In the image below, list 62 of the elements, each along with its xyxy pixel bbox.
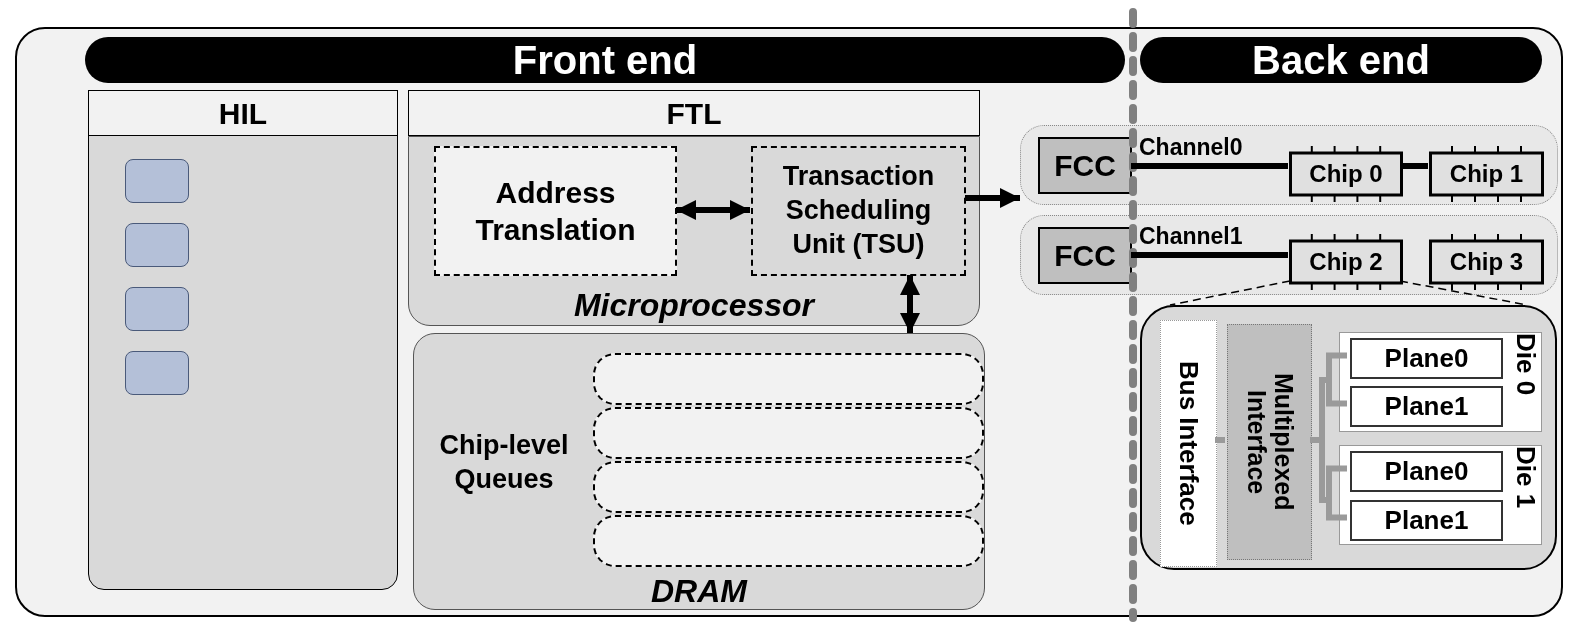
layer-panel bbox=[88, 90, 398, 590]
controller-box bbox=[1038, 137, 1132, 194]
chip-label: Chip 0 bbox=[1309, 159, 1383, 189]
zoom-line bbox=[1169, 280, 1291, 306]
section-title: Back end bbox=[1252, 40, 1430, 80]
die-label: Die 1 bbox=[1513, 446, 1539, 511]
chip-symbol bbox=[1429, 146, 1544, 202]
connector-line bbox=[1402, 163, 1428, 169]
queue-slot bbox=[125, 159, 189, 203]
box-label: Plane1 bbox=[1384, 504, 1469, 537]
box-label: Multiplexed Interface bbox=[1242, 372, 1297, 513]
box-label: Bus Interface bbox=[1175, 361, 1202, 526]
memory-panel bbox=[413, 333, 985, 610]
queue-slot bbox=[593, 515, 984, 567]
panel-label: Chip-level Queues bbox=[438, 429, 570, 496]
section-title: Front end bbox=[512, 40, 698, 80]
chip-label: Chip 3 bbox=[1449, 247, 1524, 277]
header-label: FTL bbox=[666, 95, 722, 132]
panel-header: HIL bbox=[88, 90, 398, 136]
interface-box bbox=[1160, 320, 1217, 567]
queue-slot bbox=[593, 353, 984, 405]
channel-group bbox=[1020, 215, 1558, 295]
arrow bbox=[676, 200, 750, 220]
controller-box bbox=[1038, 227, 1132, 284]
queue-slot bbox=[593, 461, 984, 513]
connector-line bbox=[1215, 437, 1225, 443]
panel-header bbox=[408, 90, 980, 136]
arrow bbox=[965, 188, 1020, 208]
chip-label: Chip 1 bbox=[1449, 159, 1524, 189]
plane-box bbox=[1350, 338, 1503, 379]
plane-box bbox=[1350, 500, 1503, 541]
process-box bbox=[751, 146, 966, 276]
box-label: Plane1 bbox=[1384, 390, 1469, 423]
box-label: FCC bbox=[1054, 148, 1116, 184]
connector-line bbox=[1131, 252, 1288, 258]
chip-label: Chip 2 bbox=[1309, 247, 1383, 277]
panel-label: Microprocessor bbox=[572, 289, 817, 321]
queue-slot bbox=[125, 287, 189, 331]
panel-label: DRAM bbox=[650, 575, 749, 607]
process-box bbox=[434, 146, 677, 276]
plane-box bbox=[1350, 386, 1503, 427]
box-label: Plane0 bbox=[1384, 342, 1469, 375]
section-header-bar bbox=[85, 37, 1125, 83]
connector-line bbox=[1131, 163, 1288, 169]
box-label: Plane0 bbox=[1384, 455, 1469, 488]
box-label: Transaction Scheduling Unit (TSU) bbox=[781, 160, 936, 261]
processor-panel bbox=[408, 136, 980, 326]
die-box bbox=[1339, 332, 1542, 432]
interface-box bbox=[1227, 324, 1312, 560]
die-label: Die 0 bbox=[1513, 333, 1539, 398]
queue-slot bbox=[125, 351, 189, 395]
section-header-bar bbox=[1140, 37, 1542, 83]
arrow bbox=[900, 275, 920, 333]
chip-detail-panel bbox=[1140, 305, 1557, 570]
chip-symbol bbox=[1289, 146, 1403, 202]
box-label: Address Translation bbox=[474, 174, 637, 248]
plane-box bbox=[1350, 451, 1503, 492]
queue-slot bbox=[593, 407, 984, 459]
queue-slot bbox=[125, 223, 189, 267]
channel-group bbox=[1020, 125, 1558, 205]
die-box bbox=[1339, 445, 1542, 545]
box-label: FCC bbox=[1054, 238, 1116, 274]
